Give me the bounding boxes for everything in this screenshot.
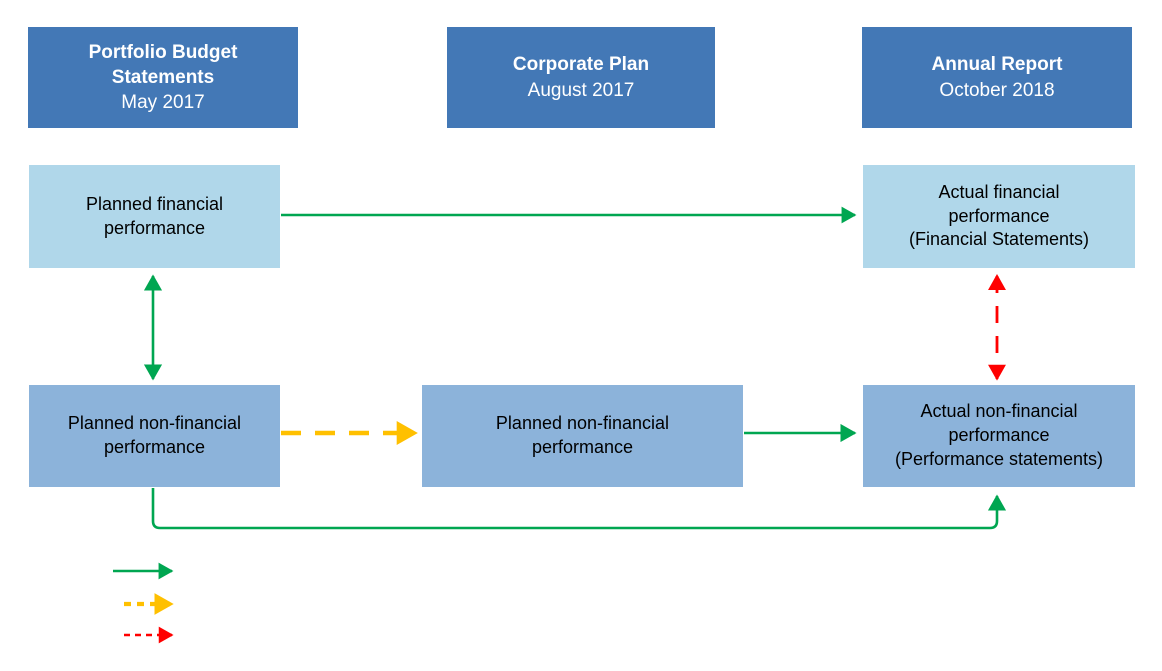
header-subtitle-annual-report: October 2018 <box>939 79 1055 101</box>
arrow-pbs-non-financial-to-actual-non-financial-routed <box>151 488 1007 530</box>
legend: Legend: Guidance addressed the principle… <box>0 553 1162 671</box>
header-title-annual-report: Annual Report <box>931 54 1063 76</box>
header-box-annual-report: Annual Report October 2018 <box>862 27 1132 128</box>
legend-swatches <box>113 562 174 644</box>
header-box-corporate-plan: Corporate Plan August 2017 <box>447 27 715 128</box>
header-title-pbs: Portfolio Budget Statements <box>88 41 238 88</box>
header-subtitle-pbs: May 2017 <box>121 92 205 114</box>
header-title-corporate-plan: Corporate Plan <box>512 54 650 76</box>
header-subtitle-corporate-plan: August 2017 <box>527 79 635 101</box>
header-box-portfolio-budget-statements: Portfolio Budget Statements May 2017 <box>28 27 298 128</box>
